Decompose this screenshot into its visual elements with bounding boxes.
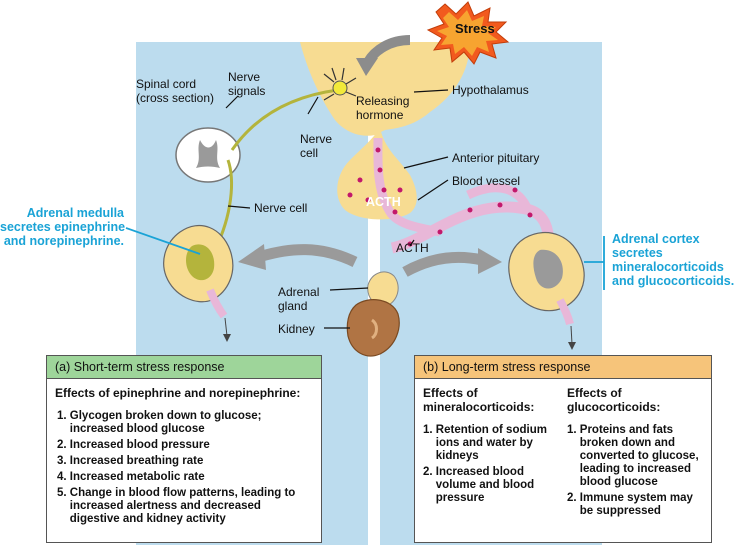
short-term-box: (a) Short-term stress response Effects o… <box>46 355 322 543</box>
spinal-cord-label: Spinal cord (cross section) <box>136 77 215 105</box>
releasing-hormone-label: Releasing hormone <box>356 94 410 122</box>
adrenal-gland-label: Adrenal gland <box>278 285 320 313</box>
short-term-title: (a) Short-term stress response <box>47 356 321 379</box>
list-item: 1. Glycogen broken down to glucose; incr… <box>57 410 262 435</box>
mineralocorticoid-list: 1. Retention of sodium ions and water by… <box>423 424 547 508</box>
kidney-label: Kidney <box>278 322 315 336</box>
left-arrow <box>260 244 358 267</box>
list-item: 5. Change in blood flow patterns, leadin… <box>57 487 296 525</box>
vessel-main <box>390 201 554 254</box>
nerve-cell-top-label: Nerve cell <box>300 132 333 160</box>
long-term-box: (b) Long-term stress response Effects of… <box>414 355 712 543</box>
adrenal-left-vessel <box>206 288 228 319</box>
nerve-cell-body <box>332 80 348 96</box>
list-item: 2. Increased blood volume and blood pres… <box>423 466 535 504</box>
anterior-pituitary-label: Anterior pituitary <box>452 151 540 165</box>
nerve-fiber-top <box>230 88 339 151</box>
blood-vessel-label: Blood vessel <box>452 174 521 188</box>
list-item: 1. Retention of sodium ions and water by… <box>423 424 547 462</box>
vessel-branch <box>466 183 533 212</box>
acth-pituitary-label: ACTH <box>366 195 401 209</box>
short-term-subtitle: Effects of epinephrine and norepinephrin… <box>55 386 301 400</box>
mineralocorticoid-heading: Effects of mineralocorticoids: <box>423 386 535 414</box>
list-item: 2. Immune system may be suppressed <box>567 492 693 517</box>
glucocorticoid-list: 1. Proteins and fats broken down and con… <box>567 424 699 521</box>
short-term-list: 1. Glycogen broken down to glucose; incr… <box>57 410 295 529</box>
list-item: 4. Increased metabolic rate <box>57 471 205 483</box>
glucocorticoid-heading: Effects of glucocorticoids: <box>567 386 661 414</box>
list-item: 1. Proteins and fats broken down and con… <box>567 424 699 488</box>
adrenal-medulla-label: Adrenal medulla secretes epinephrine and… <box>0 206 126 248</box>
adrenal-cortex-label: Adrenal cortex secretes mineralocorticoi… <box>612 232 735 288</box>
nerve-cell-mid-label: Nerve cell <box>254 201 308 215</box>
hypothalamus-tissue <box>300 42 470 136</box>
kidney-shape <box>346 299 400 357</box>
vessel-pituitary <box>373 137 441 237</box>
stress-label: Stress <box>455 21 495 36</box>
adrenal-right-vessel <box>556 298 574 326</box>
acth-vessel-label: ACTH <box>396 241 429 255</box>
long-term-title: (b) Long-term stress response <box>415 356 711 379</box>
nerve-signals-label: Nerve signals <box>228 70 266 98</box>
list-item: 2. Increased blood pressure <box>57 439 210 451</box>
right-arrow <box>402 251 484 277</box>
hypothalamus-label: Hypothalamus <box>452 83 529 97</box>
list-item: 3. Increased breathing rate <box>57 455 204 467</box>
